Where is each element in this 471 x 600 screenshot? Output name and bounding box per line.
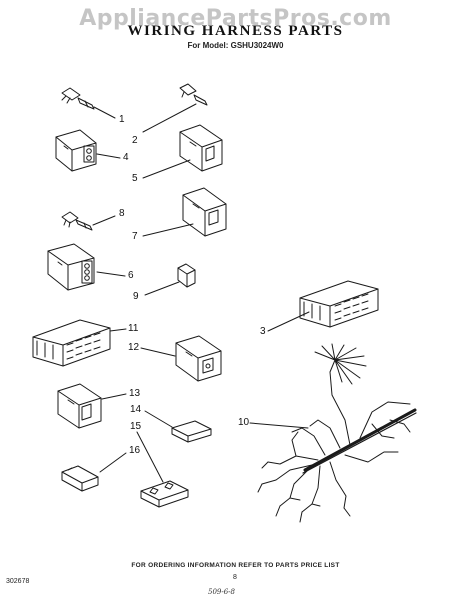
callout-5: 5	[132, 173, 138, 184]
handwritten-note: 509-6-8	[208, 588, 235, 596]
leader-line-1	[93, 106, 116, 119]
leader-line-6	[96, 271, 126, 277]
callout-16: 16	[129, 445, 141, 456]
part-7-connector-housing	[182, 187, 227, 237]
callout-3: 3	[260, 326, 266, 337]
callout-15: 15	[130, 421, 142, 432]
model-subtitle: For Model: GSHU3024W0	[187, 41, 284, 50]
part-10-wiring-harness	[257, 343, 417, 523]
leader-line-10	[249, 422, 309, 429]
part-11-multi-pin-housing	[32, 319, 111, 367]
leader-line-4	[96, 153, 121, 159]
callout-13: 13	[129, 388, 141, 399]
leader-line-9	[144, 281, 180, 296]
part-1-terminal	[61, 87, 95, 110]
leader-line-7	[142, 223, 194, 237]
page-number: 8	[233, 574, 237, 581]
leader-line-11	[109, 328, 127, 332]
callout-14: 14	[130, 404, 142, 415]
leader-line-12	[140, 347, 176, 357]
callout-6: 6	[128, 270, 134, 281]
document-code: 302678	[6, 578, 30, 585]
callout-8: 8	[119, 208, 125, 219]
leader-line-15	[136, 431, 164, 483]
leader-line-2	[142, 103, 197, 133]
leader-line-3	[267, 311, 310, 332]
part-8-terminal	[61, 211, 93, 231]
page-title: WIRING HARNESS PARTS	[127, 23, 344, 39]
watermark: AppliancePartsPros.com	[79, 6, 392, 31]
part-5-connector-housing	[179, 124, 223, 172]
part-4-connector-housing	[55, 129, 97, 172]
part-9-connector-cap	[177, 263, 196, 288]
callout-7: 7	[132, 231, 138, 242]
part-14-flat-connector	[171, 420, 212, 443]
part-16-plug	[61, 465, 99, 492]
leader-line-8	[92, 215, 116, 226]
part-3-multi-pin-housing	[299, 280, 379, 328]
callout-2: 2	[132, 135, 138, 146]
part-6-connector-housing	[47, 243, 95, 291]
ordering-note: FOR ORDERING INFORMATION REFER TO PARTS …	[131, 562, 340, 569]
callout-9: 9	[133, 291, 139, 302]
leader-line-13	[101, 393, 127, 400]
callout-4: 4	[123, 152, 129, 163]
callout-11: 11	[128, 323, 139, 334]
leader-line-14	[144, 410, 173, 428]
leader-line-16	[99, 452, 127, 473]
callout-1: 1	[119, 114, 125, 125]
leader-line-5	[142, 159, 191, 179]
part-13-connector-housing	[57, 383, 102, 429]
part-12-connector-housing	[175, 335, 222, 382]
callout-12: 12	[128, 342, 140, 353]
part-15-terminal-bracket	[140, 480, 189, 508]
callout-10: 10	[238, 417, 250, 428]
part-2-terminal	[179, 83, 208, 106]
